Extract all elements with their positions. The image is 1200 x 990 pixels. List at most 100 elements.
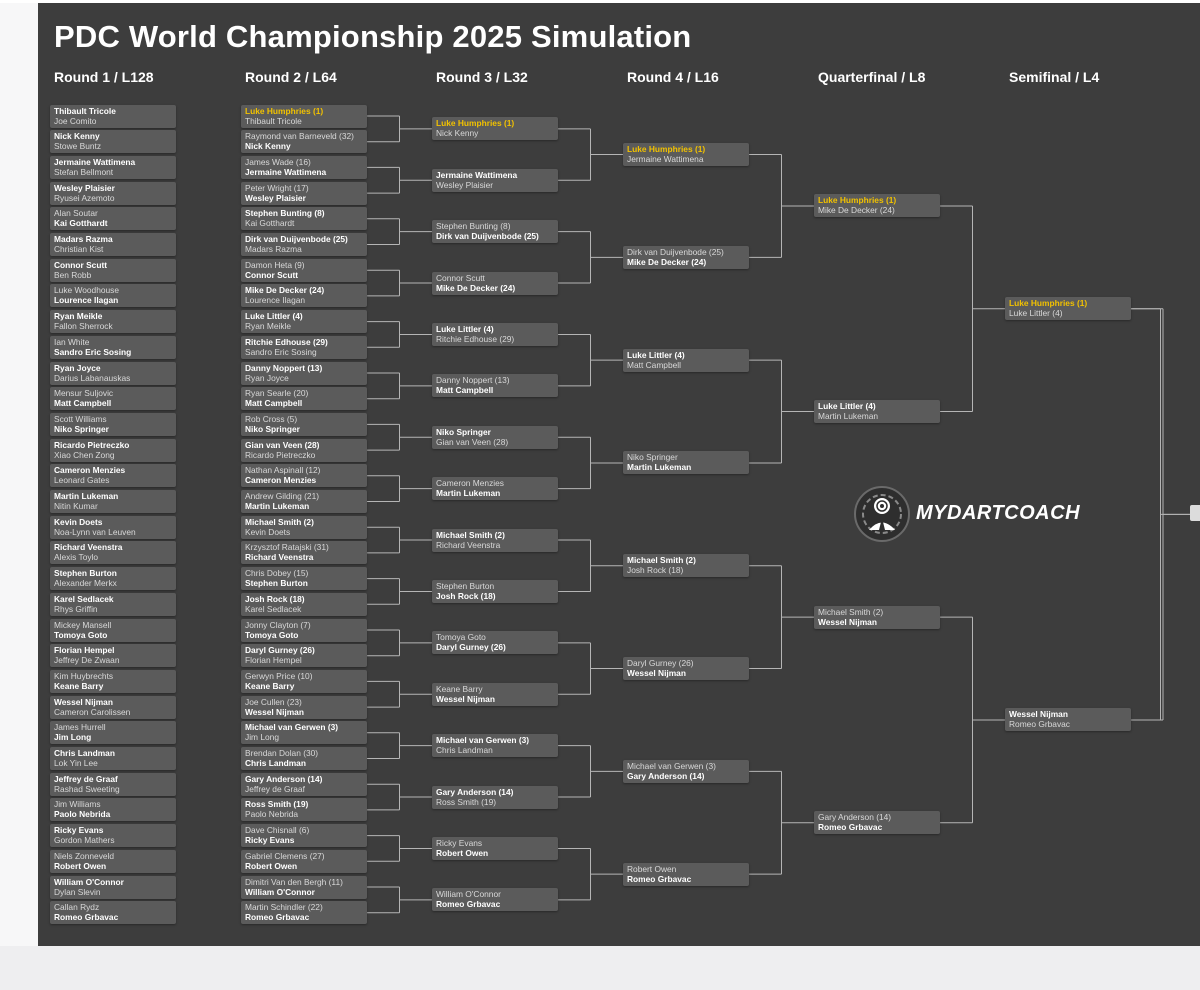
match-box: Gabriel Clemens (27)Robert Owen — [241, 849, 367, 873]
match-box: Luke Littler (4)Ritchie Edhouse (29) — [432, 322, 558, 346]
player-name: Matt Campbell — [627, 359, 681, 370]
player-name: Connor Scutt — [436, 272, 485, 283]
player-name: Mensur Suljovic — [54, 388, 114, 399]
player-name: Damon Heta (9) — [245, 259, 305, 270]
match-box: Luke Humphries (1)Jermaine Wattimena — [623, 143, 749, 167]
match-box: Gary Anderson (14)Romeo Grbavac — [814, 811, 940, 835]
round-header-4: Round 4 / L16 — [627, 69, 719, 85]
player-name: Leonard Gates — [54, 475, 110, 486]
player-name: Stephen Burton — [54, 568, 117, 579]
player-name: Cameron Menzies — [436, 478, 504, 489]
player-name: Ricardo Pietreczko — [54, 439, 130, 450]
player-name: Luke Littler (4) — [1009, 308, 1063, 319]
match-box: Josh Rock (18)Karel Sedlacek — [241, 592, 367, 616]
player-name: Luke Humphries (1) — [818, 195, 897, 206]
player-name: Rob Cross (5) — [245, 413, 298, 424]
player-name: Niko Springer — [627, 452, 678, 463]
round-header-1: Round 1 / L128 — [54, 69, 154, 85]
player-name: Alan Soutar — [54, 208, 98, 219]
match-box: Stephen Bunting (8)Dirk van Duijvenbode … — [432, 220, 558, 244]
player-name: Martin Lukeman — [818, 411, 879, 422]
player-name: Stephen Burton — [245, 578, 308, 589]
player-name: James Hurrell — [54, 722, 106, 733]
player-name: Stephen Burton — [436, 580, 495, 591]
match-box: Stephen Bunting (8)Kai Gotthardt — [241, 207, 367, 231]
scroll-handle[interactable] — [1190, 505, 1200, 521]
player-name: Mike De Decker (24) — [245, 285, 325, 296]
player-name: Matt Campbell — [245, 398, 303, 409]
player-name: Andrew Gilding (21) — [245, 491, 320, 501]
player-name: Tomoya Goto — [245, 629, 299, 640]
player-name: Ricky Evans — [436, 837, 483, 848]
player-name: Jeffrey de Graaf — [54, 773, 118, 784]
player-name: Christian Kist — [54, 244, 104, 254]
player-name: Michael van Gerwen (3) — [436, 735, 530, 746]
player-name: Michael Smith (2) — [627, 555, 696, 566]
player-name: Peter Wright (17) — [245, 182, 309, 193]
player-name: Robert Owen — [436, 847, 489, 858]
match-box: Dirk van Duijvenbode (25)Madars Razma — [241, 233, 367, 256]
player-name: Michael van Gerwen (3) — [627, 760, 716, 771]
match-box: Luke Humphries (1)Thibault Tricole — [241, 104, 367, 128]
player-name: Ryusei Azemoto — [54, 192, 115, 203]
match-box: Martin Schindler (22)Romeo Grbavac — [241, 901, 367, 925]
match-box: Luke Littler (4)Ryan Meikle — [241, 310, 367, 334]
player-name: Paolo Nebrida — [245, 809, 299, 820]
match-box: Luke Littler (4)Martin Lukeman — [814, 400, 940, 424]
player-name: Luke Littler (4) — [818, 401, 876, 412]
player-name: Cameron Carolissen — [54, 706, 131, 717]
match-box: Daryl Gurney (26)Florian Hempel — [241, 644, 367, 668]
player-name: Richard Veenstra — [245, 552, 314, 563]
player-name: Alexander Merkx — [54, 578, 117, 589]
player-name: Ryan Joyce — [245, 372, 289, 383]
player-name: Niko Springer — [54, 423, 109, 434]
round-header-5: Quarterfinal / L8 — [818, 69, 926, 85]
match-box: Nathan Aspinall (12)Cameron Menzies — [241, 464, 367, 488]
player-name: Niels Zonneveld — [54, 850, 115, 861]
player-name: Stowe Buntz — [54, 141, 102, 152]
match-box: Luke Humphries (1)Luke Littler (4) — [1005, 297, 1131, 321]
round-header-6: Semifinal / L4 — [1009, 69, 1100, 85]
player-name: Ross Smith (19) — [245, 799, 309, 810]
match-box: Joe Cullen (23)Wessel Nijman — [241, 695, 367, 719]
player-name: Cameron Menzies — [54, 465, 126, 476]
player-name: Martin Lukeman — [245, 501, 310, 511]
player-name: Romeo Grbavac — [54, 912, 119, 923]
player-name: Ritchie Edhouse (29) — [245, 336, 328, 347]
match-box: Michael Smith (2)Richard Veenstra — [432, 528, 558, 552]
match-box: Dave Chisnall (6)Ricky Evans — [241, 824, 367, 848]
player-name: Kevin Doets — [245, 526, 291, 537]
player-name: Chris Landman — [436, 745, 493, 756]
player-name: Ryan Joyce — [54, 362, 101, 373]
player-name: Luke Humphries (1) — [627, 144, 706, 155]
match-box: Ryan Searle (20)Matt Campbell — [241, 387, 367, 411]
player-name: Matt Campbell — [436, 385, 494, 396]
player-name: Gordon Mathers — [54, 835, 115, 846]
player-name: Jeffrey De Zwaan — [54, 655, 120, 666]
match-box: Danny Noppert (13)Ryan Joyce — [241, 361, 367, 385]
player-name: Nathan Aspinall (12) — [245, 465, 321, 476]
player-name: Chris Landman — [54, 748, 115, 758]
player-name: Robert Owen — [54, 860, 107, 871]
mydartcoach-logo: MYDARTCOACH — [852, 484, 1090, 544]
match-box: Gary Anderson (14)Jeffrey de Graaf — [241, 772, 367, 796]
player-name: Florian Hempel — [54, 645, 115, 656]
player-name: Michael van Gerwen (3) — [245, 722, 339, 733]
